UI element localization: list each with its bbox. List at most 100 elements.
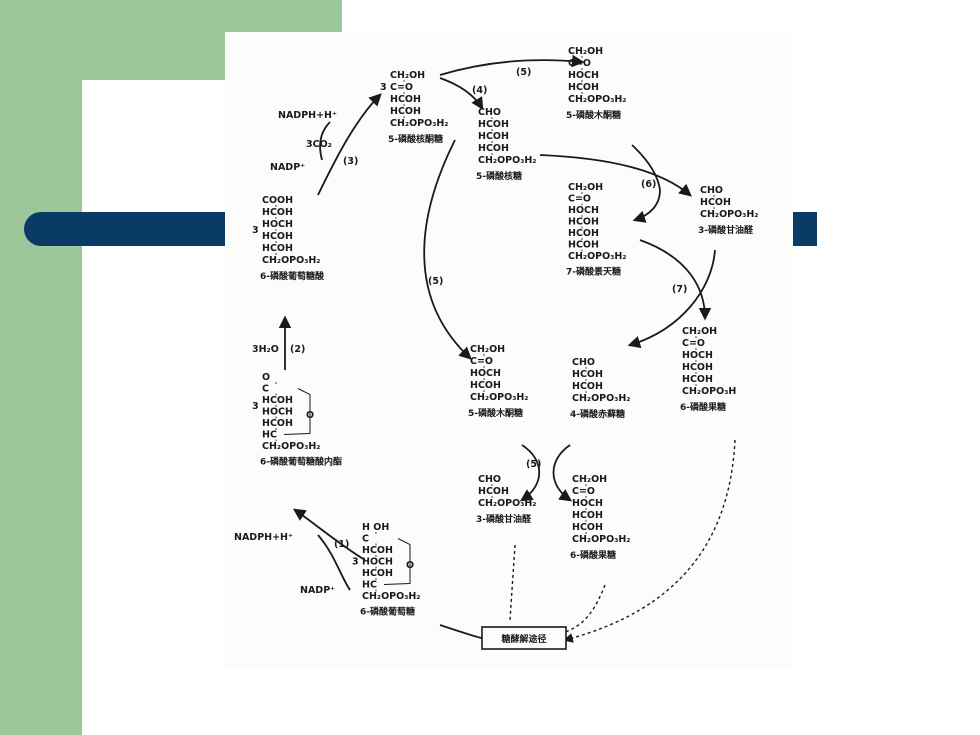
arrow-step-5-cross-b [552, 444, 573, 502]
formula-line: CH₂OPO₃H₂ [390, 118, 448, 129]
formula-line: HCOH [682, 362, 713, 373]
step-label-1: (1) [334, 539, 349, 550]
stoichiometric-coefficient: 3 [380, 82, 387, 93]
formula-line: HCOH [682, 374, 713, 385]
background-green-corner [82, 34, 225, 80]
formula-line: O [262, 372, 270, 383]
formula-line: C=O [470, 356, 493, 367]
formula-line: COOH [262, 195, 293, 206]
formula-line: HCOH [262, 243, 293, 254]
formula-line: HCOH [470, 380, 501, 391]
step-labels: (1) (2) (3) (4) (5) (5) (5) (6) (7) [290, 67, 687, 550]
arrow-nadph-top [319, 121, 331, 161]
formula-line: HOCH [572, 498, 603, 509]
step-label-5-top: (5) [516, 67, 531, 78]
formula-line: CH₂OPO₃H₂ [362, 591, 420, 602]
arrow-step-3 [317, 93, 382, 196]
glycolysis-label: 糖酵解途径 [501, 633, 546, 645]
formula-line: CH₂OPO₃H₂ [700, 209, 758, 220]
formula-line: CH₂OPO₃H₂ [262, 441, 320, 452]
formula-line: CH₂OPO₃H₂ [572, 534, 630, 545]
formula-line: HCOH [568, 82, 599, 93]
step-label-2: (2) [290, 344, 305, 355]
formula-line: CHO [478, 474, 501, 485]
ring-bond [283, 388, 311, 435]
formula-line: C [262, 384, 269, 395]
molecule-name: 3-磷酸甘油醛 [698, 224, 754, 236]
molecule-name: 5-磷酸木酮糖 [468, 407, 523, 419]
formula-line: CHO [478, 107, 501, 118]
arrow-g6p-to-glycolysis [439, 624, 483, 639]
formula-line: CH₂OPO₃H₂ [478, 155, 536, 166]
formula-line: CH₂OH [682, 326, 717, 337]
arrow-step-1 [292, 508, 366, 561]
formula-line: C=O [572, 486, 595, 497]
formula-line: C=O [568, 58, 591, 69]
arrow-step-5-cross-a [519, 444, 540, 502]
arrow-s7p-to-f6p [639, 239, 712, 321]
formula-line: H OH [362, 522, 389, 533]
ring-oxygen: O [306, 410, 314, 421]
formula-line: HCOH [478, 119, 509, 130]
dash-g3p-to-glycolysis [509, 544, 516, 621]
molecule-name: 5-磷酸核糖 [476, 170, 522, 182]
step-label-7: (7) [672, 284, 687, 295]
formula-line: CH₂OPO₃H₂ [478, 498, 536, 509]
cofactor-h2o: 3H₂O [252, 344, 279, 355]
formula-line: HCOH [568, 240, 599, 251]
formula-line: HOCH [262, 219, 293, 230]
background-green-strip [0, 0, 82, 735]
background-green-top [0, 0, 342, 34]
formula-line: CH₂OH [390, 70, 425, 81]
molecule-name: 6-磷酸葡萄糖酸内酯 [260, 456, 342, 468]
step-label-5-bottom: (5) [526, 459, 541, 470]
glycolysis-box: 糖酵解途径 [481, 626, 567, 650]
formula-line: HCOH [478, 486, 509, 497]
molecule-name: 6-磷酸葡萄糖酸 [260, 270, 325, 282]
scanned-diagram-area [225, 32, 793, 667]
stoichiometric-coefficient: 3 [252, 225, 259, 236]
step-label-4: (4) [472, 85, 487, 96]
formula-line: HCOH [572, 522, 603, 533]
reaction-arrows [278, 54, 736, 643]
formula-line: HOCH [682, 350, 713, 361]
formula-line: HCOH [572, 510, 603, 521]
arrow-nadph-bottom [317, 534, 351, 591]
formula-line: HCOH [390, 106, 421, 117]
formula-line: CH₂OH [470, 344, 505, 355]
formula-line: CH₂OPO₃H₂ [470, 392, 528, 403]
ring-oxygen: O [406, 560, 414, 571]
formula-line: HCOH [262, 395, 293, 406]
molecule-name: 5-磷酸木酮糖 [566, 109, 621, 121]
arrow-xu5p-to-g3p [631, 144, 661, 191]
formula-line: HC [262, 430, 277, 441]
formula-line: C [362, 534, 369, 545]
formula-line: CH₂OPO₃H₂ [262, 255, 320, 266]
molecule-name: 3-磷酸甘油醛 [476, 513, 532, 525]
cofactor-nadp-bottom: NADP⁺ [300, 585, 335, 596]
cofactor-nadph-bottom: NADPH+H⁺ [234, 532, 293, 543]
formula-line: CH₂OH [572, 474, 607, 485]
formula-line: CHO [700, 185, 723, 196]
formula-line: HCOH [262, 231, 293, 242]
formula-line: HOCH [568, 205, 599, 216]
molecule-name: 7-磷酸景天糖 [566, 266, 621, 278]
formula-line: C=O [568, 194, 591, 205]
formula-line: HCOH [572, 381, 603, 392]
arrow-ribose-to-s7p [539, 154, 692, 197]
formula-line: HOCH [470, 368, 501, 379]
arrow-step-5-top [439, 54, 585, 76]
stoichiometric-coefficient: 3 [352, 557, 359, 568]
dash-f6p-bottom-to-glycolysis [564, 584, 606, 633]
title-bar-right [793, 212, 817, 246]
arrow-step-6 [632, 189, 661, 223]
cofactor-co2: 3CO₂ [306, 139, 332, 150]
ring-bond [383, 538, 411, 585]
